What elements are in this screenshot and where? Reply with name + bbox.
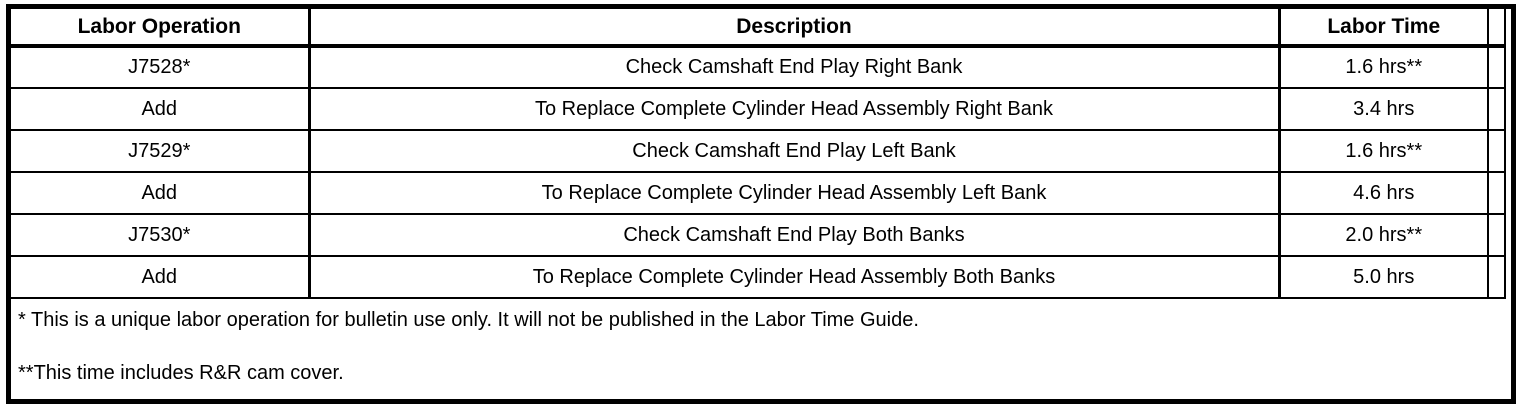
table-row: Add To Replace Complete Cylinder Head As… [11, 87, 1506, 131]
footnote-area: * This is a unique labor operation for b… [11, 297, 1505, 394]
spacer-column-header [1487, 9, 1506, 48]
column-header-labor-time: Labor Time [1278, 9, 1489, 48]
table-row: Add To Replace Complete Cylinder Head As… [11, 171, 1506, 215]
cell-labor-operation: J7530* [11, 213, 311, 257]
table-outer-frame: Labor Operation Description Labor Time J… [6, 4, 1516, 404]
cell-description: Check Camshaft End Play Left Bank [308, 129, 1281, 173]
cell-description: Check Camshaft End Play Right Bank [308, 45, 1281, 89]
footnote-double-asterisk: **This time includes R&R cam cover. [18, 362, 344, 384]
cell-labor-time: 5.0 hrs [1278, 255, 1489, 299]
footnote-row: * This is a unique labor operation for b… [11, 297, 1505, 394]
cell-labor-time: 2.0 hrs** [1278, 213, 1489, 257]
cell-labor-operation: J7529* [11, 129, 311, 173]
column-header-labor-operation: Labor Operation [11, 9, 311, 48]
cell-labor-operation: Add [11, 255, 311, 299]
cell-labor-time: 1.6 hrs** [1278, 45, 1489, 89]
spacer-cell [1487, 45, 1506, 89]
cell-labor-operation: Add [11, 171, 311, 215]
table-row: Add To Replace Complete Cylinder Head As… [11, 255, 1506, 299]
spacer-cell [1487, 255, 1506, 299]
cell-description: To Replace Complete Cylinder Head Assemb… [308, 87, 1281, 131]
column-header-description: Description [308, 9, 1281, 48]
spacer-cell [1487, 171, 1506, 215]
cell-labor-time: 4.6 hrs [1278, 171, 1489, 215]
spacer-cell [1487, 213, 1506, 257]
footnote-asterisk: * This is a unique labor operation for b… [18, 309, 919, 331]
cell-description: To Replace Complete Cylinder Head Assemb… [308, 171, 1281, 215]
cell-labor-operation: J7528* [11, 45, 311, 89]
spacer-cell [1487, 87, 1506, 131]
cell-labor-time: 3.4 hrs [1278, 87, 1489, 131]
table-row: J7530* Check Camshaft End Play Both Bank… [11, 213, 1506, 257]
spacer-cell [1487, 129, 1506, 173]
cell-labor-time: 1.6 hrs** [1278, 129, 1489, 173]
cell-description: To Replace Complete Cylinder Head Assemb… [308, 255, 1281, 299]
cell-description: Check Camshaft End Play Both Banks [308, 213, 1281, 257]
table-row: J7528* Check Camshaft End Play Right Ban… [11, 45, 1506, 89]
labor-times-table: Labor Operation Description Labor Time J… [11, 9, 1506, 394]
header-row: Labor Operation Description Labor Time [11, 9, 1506, 48]
table-row: J7529* Check Camshaft End Play Left Bank… [11, 129, 1506, 173]
cell-labor-operation: Add [11, 87, 311, 131]
